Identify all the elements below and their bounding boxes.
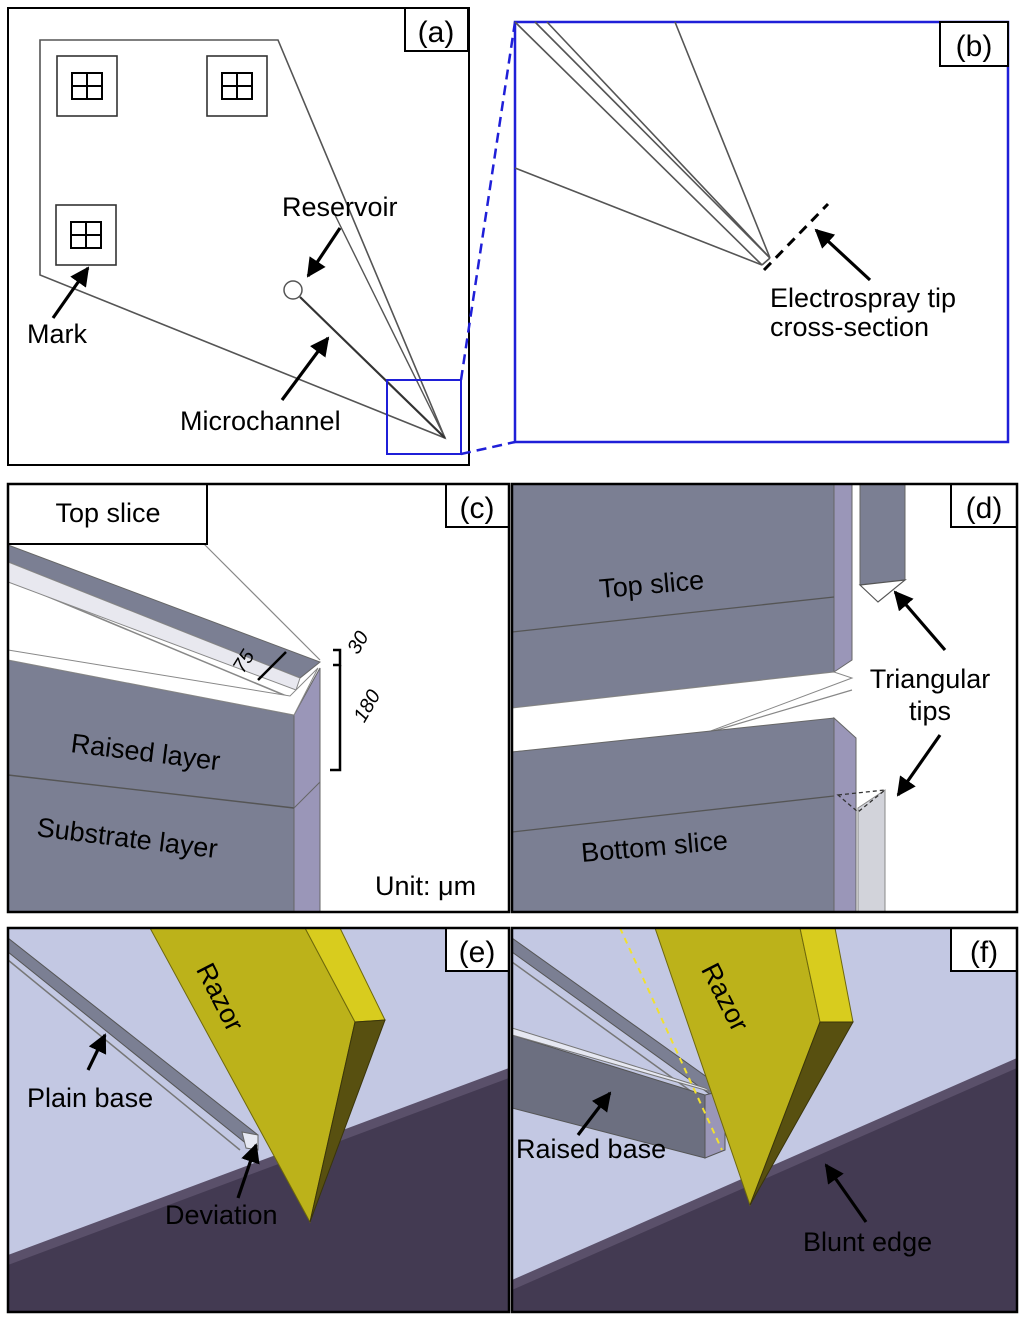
- alignment-mark: [206, 55, 268, 117]
- panel-d-frame: [510, 482, 1019, 914]
- unit-label: Unit: μm: [375, 871, 476, 901]
- alignment-mark: [56, 55, 118, 117]
- triangular-tip-arrow-lower: [896, 734, 942, 797]
- raised-base-label: Raised base: [516, 1134, 666, 1164]
- mark-label: Mark: [27, 319, 87, 349]
- panel-tag-box: [939, 21, 1009, 67]
- panel-b: Electrospray tip cross-section (b): [513, 20, 1010, 444]
- panel-tag: (e): [459, 936, 496, 969]
- tip-arrow: [814, 228, 872, 282]
- panel-tag: (b): [956, 30, 993, 63]
- razor-edge: [749, 1021, 854, 1206]
- tip-line: [514, 167, 763, 266]
- microchannel-arrow: [280, 336, 330, 401]
- edge-line: [8, 959, 241, 1151]
- zoom-box: [386, 379, 462, 455]
- edge-line: [699, 689, 853, 736]
- layer-boundary: [293, 781, 321, 809]
- tip-line: [514, 21, 763, 266]
- upper-tip-bar: [859, 484, 906, 586]
- dark-base: [512, 1065, 1017, 1312]
- blunt-edge-arrow: [824, 1163, 868, 1223]
- panel-c: 75 30 180 Raised layer Substrate layer U…: [6, 482, 511, 914]
- dim-30-bracket: [333, 648, 342, 667]
- panel-e-frame: [6, 926, 511, 1314]
- microchannel-line: [299, 296, 446, 439]
- plain-base-label: Plain base: [27, 1083, 153, 1113]
- panel-tag-box: [445, 927, 510, 972]
- tip-label-line2: cross-section: [770, 312, 929, 342]
- layer-boundary: [512, 596, 835, 633]
- razor-edge: [309, 1019, 386, 1223]
- bottom-slice-block: [512, 717, 835, 912]
- lower-triangular-tip: [836, 789, 888, 813]
- tip-line: [761, 257, 771, 266]
- panel-tag-box: [950, 927, 1018, 972]
- panel-d: Top slice Bottom slice Triangular tips (…: [510, 482, 1019, 914]
- triangular-tips-label-line2: tips: [909, 696, 951, 726]
- panel-a: Reservoir Mark Microchannel (a): [7, 7, 470, 466]
- channel-side-line: [334, 214, 446, 439]
- top-slice-side: [833, 484, 853, 673]
- panel-c-frame: [6, 482, 511, 914]
- reservoir-label: Reservoir: [282, 192, 398, 222]
- gap-edge: [512, 671, 854, 753]
- top-slice-label-box: [7, 483, 208, 545]
- microchannel-label: Microchannel: [180, 406, 341, 436]
- blunt-edge-label: Blunt edge: [803, 1227, 932, 1257]
- layer-boundary: [8, 774, 295, 809]
- tip-label-line1: Electrospray tip: [770, 283, 956, 313]
- lower-tip-bar: [857, 789, 886, 912]
- triangular-tips-label-line1: Triangular: [870, 664, 991, 694]
- deviation-arrow: [236, 1143, 260, 1199]
- panel-b-frame: [513, 20, 1010, 444]
- tip-line: [546, 21, 771, 259]
- triangular-tip-arrow-upper: [893, 590, 947, 652]
- dark-base: [8, 1075, 509, 1312]
- panel-tag: (f): [970, 936, 998, 969]
- dim-75-line: [257, 651, 287, 681]
- mark-arrow: [51, 266, 90, 319]
- razor-guide-dashed-line: [619, 928, 723, 1151]
- tip-line: [674, 21, 771, 259]
- edge-line: [199, 539, 321, 661]
- panel-f-frame: [510, 926, 1019, 1314]
- dim-180-bracket: [330, 665, 342, 772]
- zoom-connector-bottom: [460, 440, 516, 456]
- panel-tag-box: [404, 7, 469, 52]
- top-slice-label: Top slice: [55, 498, 160, 528]
- alignment-mark: [55, 204, 117, 266]
- panel-f: Razor Raised base Blunt edge (f): [510, 926, 1019, 1314]
- panel-a-frame: [7, 7, 470, 466]
- plain-base-arrow: [86, 1033, 107, 1071]
- panel-tag: (d): [966, 492, 1003, 525]
- block-top-edge: [8, 649, 319, 716]
- bottom-slice-side: [833, 716, 857, 912]
- layer-boundary: [512, 795, 835, 833]
- panel-tag: (a): [418, 16, 455, 49]
- upper-triangular-tip: [858, 579, 907, 603]
- zoom-connector-top: [459, 21, 517, 381]
- block-side-face: [293, 667, 321, 912]
- panel-tag-box: [445, 483, 510, 528]
- deviation-label: Deviation: [165, 1200, 278, 1230]
- raised-base-arrow: [576, 1091, 612, 1136]
- panel-tag: (c): [460, 492, 495, 525]
- panel-e: Razor Plain base Deviation (e): [6, 926, 511, 1314]
- tip-line: [534, 21, 771, 259]
- cross-section-dashed-line: [762, 202, 830, 272]
- reservoir-arrow: [306, 227, 342, 278]
- reservoir-circle: [283, 280, 303, 300]
- base-top-edge: [8, 1068, 509, 1265]
